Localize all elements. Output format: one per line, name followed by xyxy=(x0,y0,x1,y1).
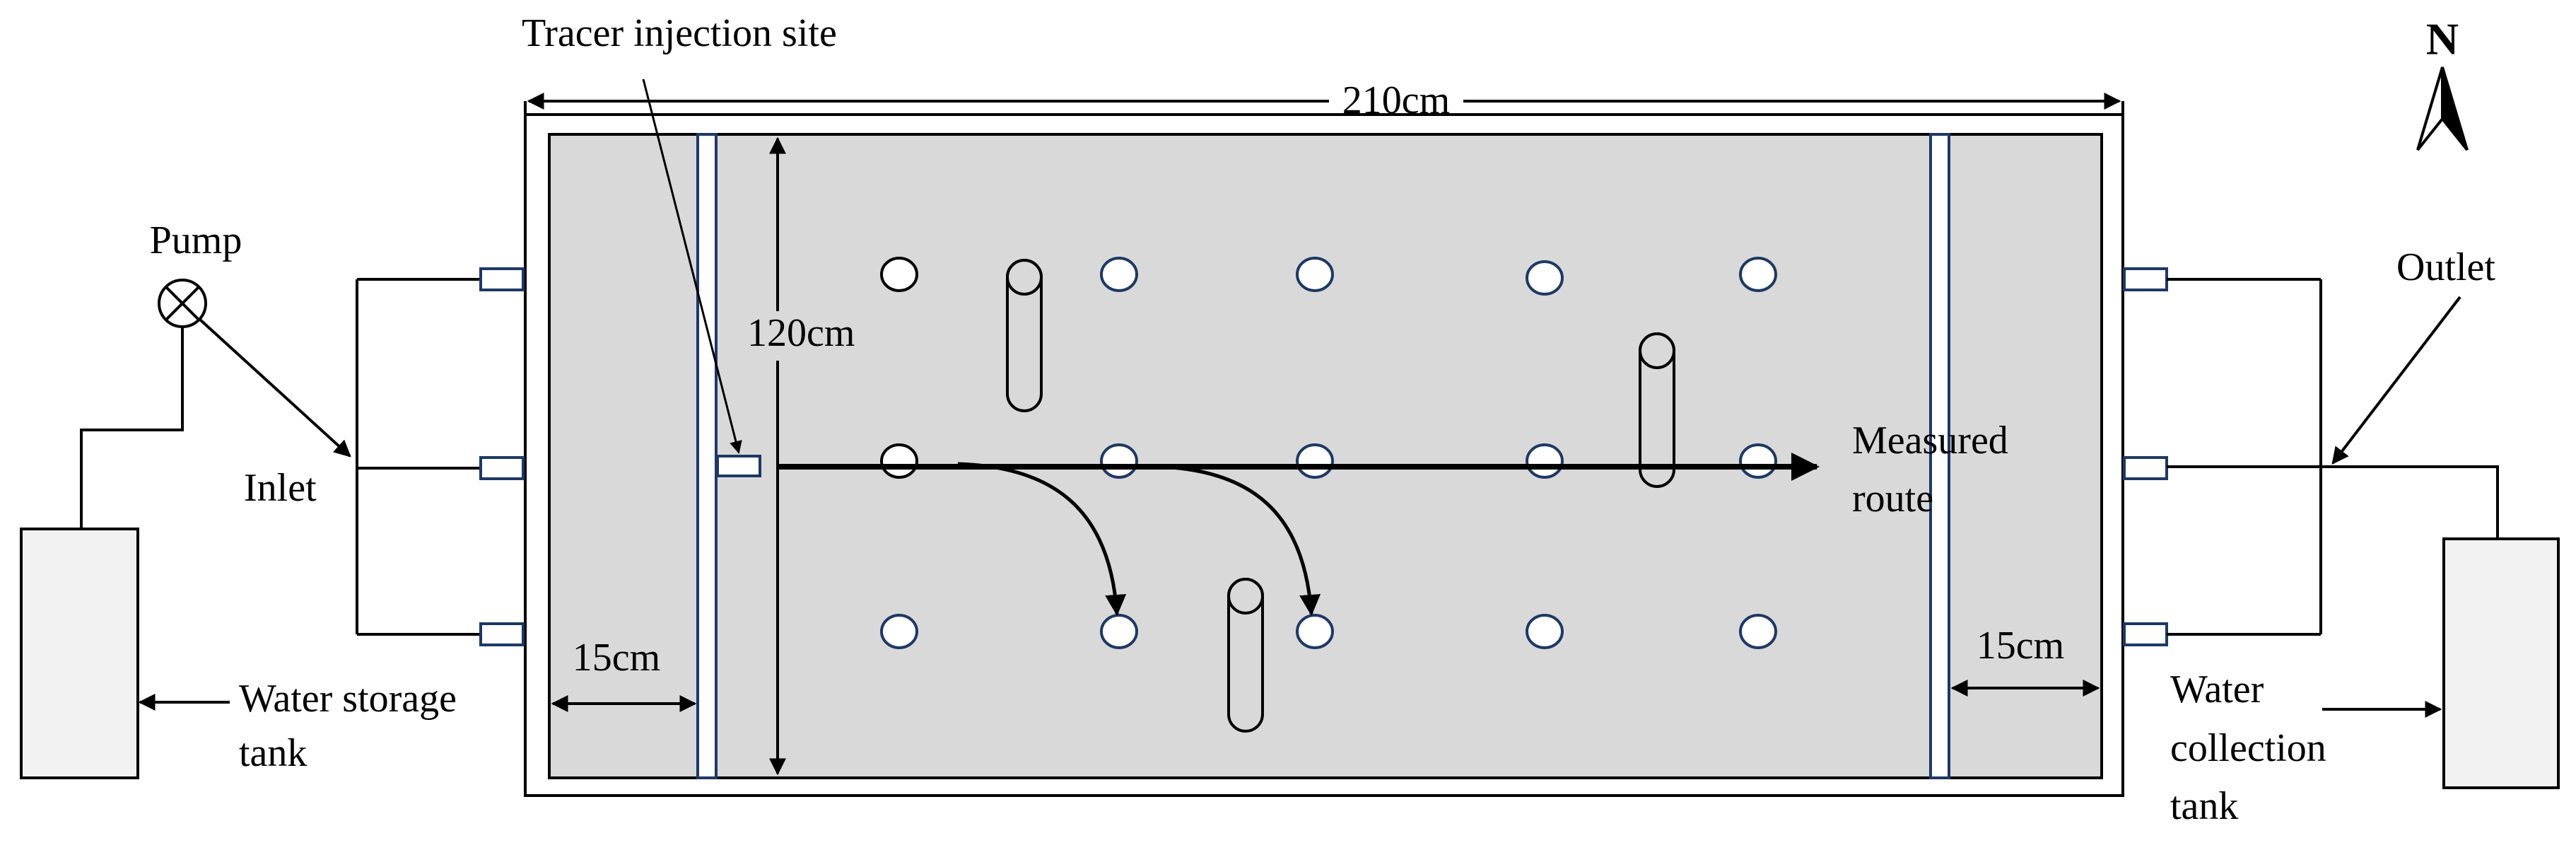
well xyxy=(1526,443,1564,479)
measured-route-label-2: route xyxy=(1852,477,1933,520)
water-collection-label-3: tank xyxy=(2170,784,2238,828)
measured-route-label-1: Measured xyxy=(1852,419,2008,462)
right-baffle xyxy=(1929,133,1950,779)
well xyxy=(1739,443,1777,479)
flow-curve-arrow-1 xyxy=(957,462,1127,616)
flow-curve-arrow-2 xyxy=(1159,465,1321,616)
north-arrow-icon: N xyxy=(2416,14,2469,151)
well xyxy=(1526,260,1564,296)
well xyxy=(1526,614,1564,649)
inlet-label: Inlet xyxy=(244,466,317,510)
height-dim-label: 120cm xyxy=(747,311,855,355)
well xyxy=(1296,257,1334,292)
left-baffle xyxy=(696,133,718,779)
well xyxy=(1296,443,1334,479)
water-storage-label-1: Water storage xyxy=(239,677,457,721)
north-label: N xyxy=(2426,14,2459,64)
well xyxy=(880,614,918,649)
pump-label: Pump xyxy=(150,219,242,262)
outlet-ports xyxy=(2123,267,2168,646)
pump-icon xyxy=(158,279,207,328)
well xyxy=(1296,614,1334,649)
inlet-ports xyxy=(479,267,525,646)
width-dimension: 210cm xyxy=(524,78,2124,122)
left-buffer-label: 15cm xyxy=(573,636,660,680)
well xyxy=(1739,257,1777,292)
right-buffer-label: 15cm xyxy=(1977,624,2064,668)
well xyxy=(1100,443,1138,479)
tracer-injection-label: Tracer injection site xyxy=(522,11,837,55)
outlet-leader-arrow xyxy=(2331,296,2461,465)
height-dimension: 120cm xyxy=(746,136,873,776)
tracer-injection-block xyxy=(716,455,761,477)
width-dim-label: 210cm xyxy=(1342,78,1450,122)
well xyxy=(880,257,918,292)
water-storage-tank xyxy=(20,528,139,779)
right-buffer-dimension: 15cm xyxy=(1950,624,2100,697)
water-collection-label-2: collection xyxy=(2170,726,2326,770)
well xyxy=(1100,614,1138,649)
well xyxy=(1100,257,1138,292)
outlet-piping xyxy=(2167,278,2499,636)
outlet-label: Outlet xyxy=(2396,245,2495,289)
inlet-piping xyxy=(80,278,481,636)
water-storage-label-2: tank xyxy=(239,731,307,775)
cylinders xyxy=(1006,259,1675,733)
water-collection-tank xyxy=(2442,537,2560,789)
tracer-leader-line xyxy=(642,78,742,454)
water-collection-label-1: Water xyxy=(2170,668,2264,711)
pump-to-inlet-arrow xyxy=(199,318,351,458)
left-buffer-dimension: 15cm xyxy=(551,636,697,712)
well xyxy=(1739,614,1777,649)
well xyxy=(880,443,918,479)
